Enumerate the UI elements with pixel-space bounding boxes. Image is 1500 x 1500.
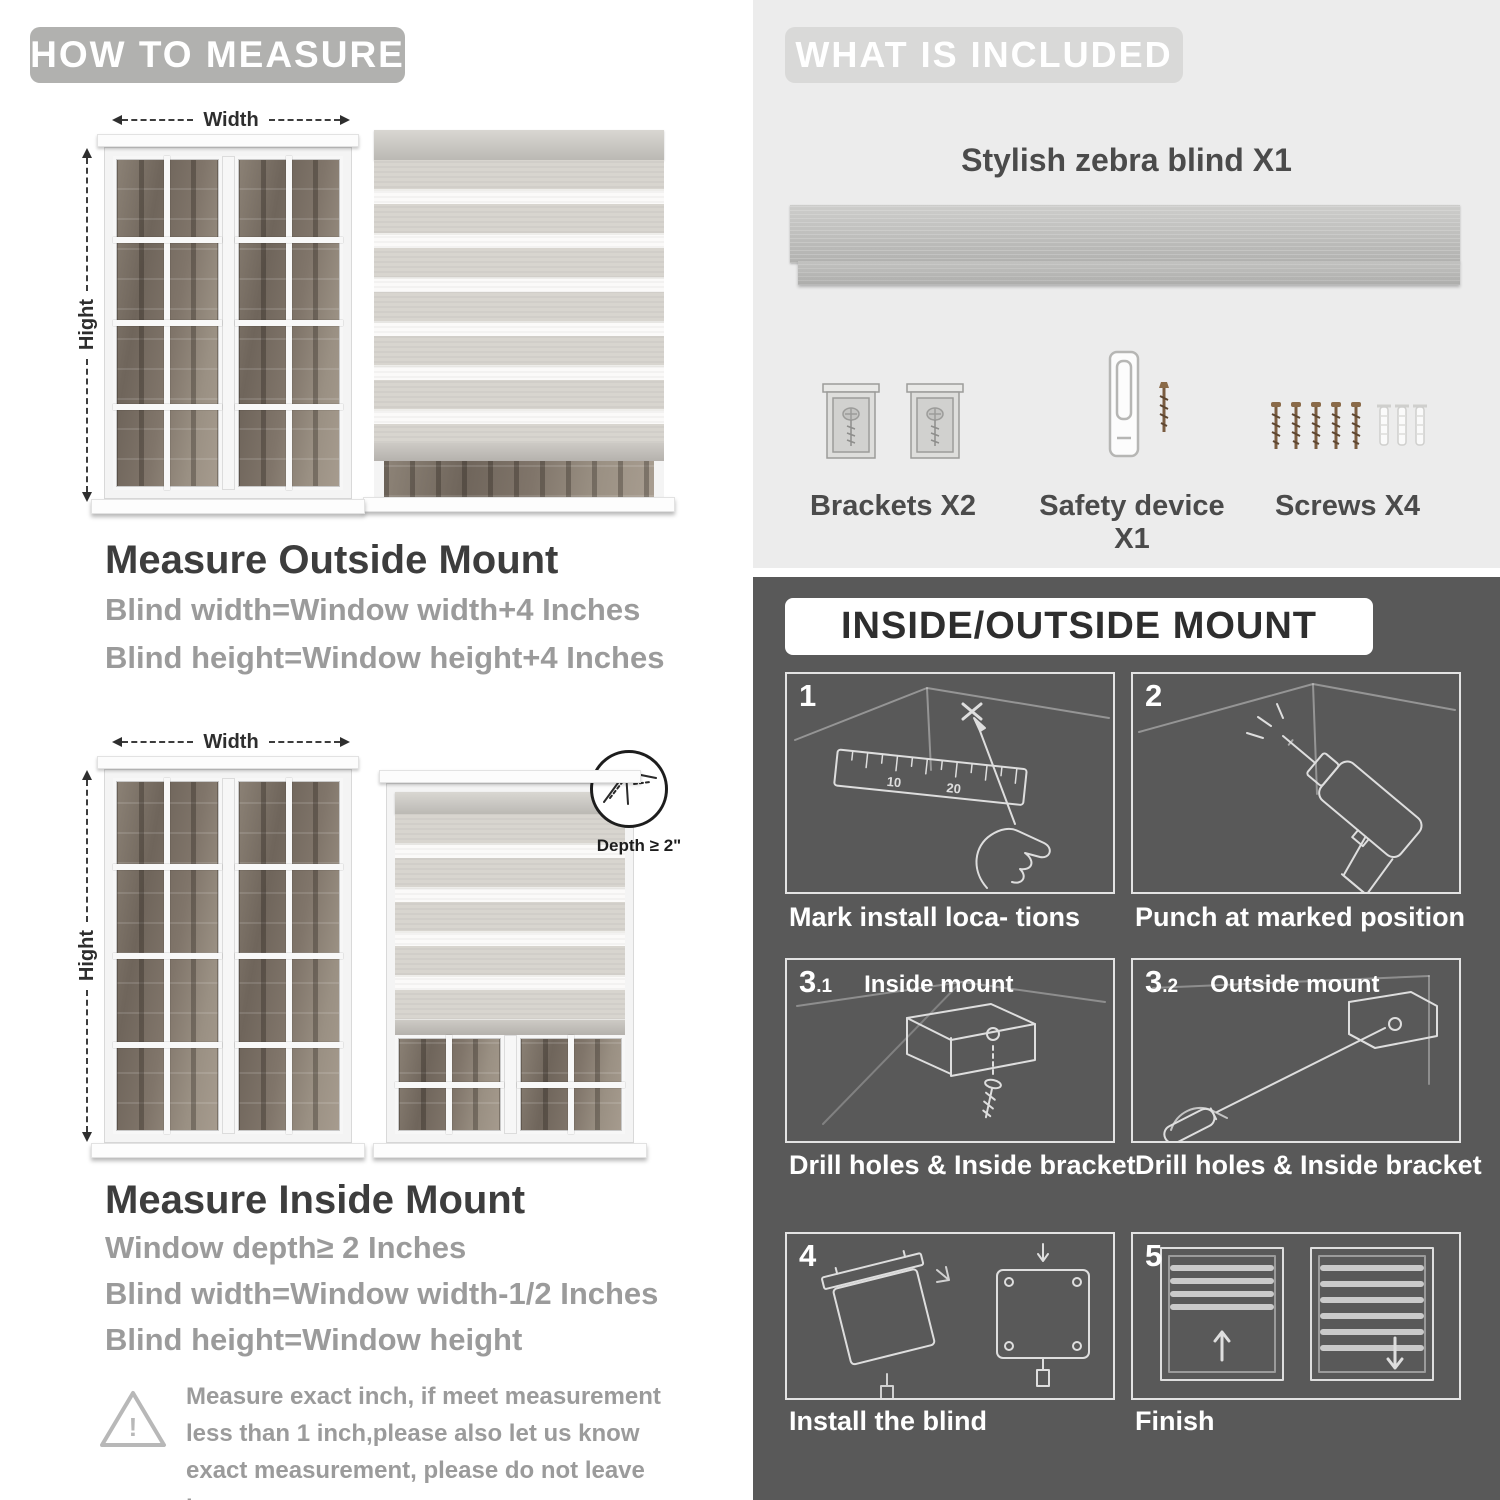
window-corner-zoom-icon: [603, 771, 657, 805]
step-panel-5: 5: [1131, 1232, 1461, 1400]
install-blind-illustration: [821, 1243, 1090, 1398]
window-sash: [234, 156, 343, 490]
svg-text:20: 20: [946, 780, 962, 796]
height-dimension-outside: Hight: [75, 148, 98, 502]
arrow-left-icon: [112, 115, 122, 125]
inside-bracket-illustration: [796, 981, 1106, 1125]
arrow-up-icon: [82, 770, 92, 780]
blind-zebra-stripes: [395, 814, 625, 1021]
brackets-icon: [822, 383, 964, 459]
step-caption-3-2: Drill holes & Inside bracket: [1135, 1150, 1482, 1180]
width-label: Width: [203, 108, 259, 131]
warning-triangle-icon: !: [100, 1391, 166, 1447]
step-caption-2: Punch at marked position: [1135, 902, 1466, 932]
blind-headrail: [374, 130, 664, 160]
inside-mount-heading: Measure Inside Mount: [105, 1178, 526, 1222]
safety-device-label: Safety device X1: [1039, 490, 1225, 555]
warning-text: Measure exact inch, if meet measurement …: [186, 1383, 661, 1500]
blind-item-label: Stylish zebra blind X1: [961, 142, 1292, 178]
safety-device-icon: [1108, 350, 1169, 458]
step-panel-2: 2: [1131, 672, 1461, 894]
svg-text:!: !: [129, 1412, 138, 1442]
window-sash: [113, 778, 222, 1134]
step-caption-5: Finish: [1135, 1406, 1215, 1436]
window-sill: [363, 497, 675, 512]
zebra-blind-headrail-image: [790, 205, 1460, 263]
step-panel-3-1: 3 .1 Inside mount: [785, 958, 1115, 1143]
step-panel-1: 1 10 20: [785, 672, 1115, 894]
brackets-label: Brackets X2: [809, 490, 977, 522]
window-lintel: [97, 134, 359, 147]
arrow-down-icon: [82, 492, 92, 502]
inside-mount-line-1: Window depth≥ 2 Inches: [105, 1230, 467, 1265]
outside-bracket-illustration: [1152, 975, 1438, 1141]
outside-mount-heading: Measure Outside Mount: [105, 538, 559, 582]
step-panel-4: 4: [785, 1232, 1115, 1400]
mount-header: INSIDE/OUTSIDE MOUNT: [785, 598, 1373, 655]
arrow-left-icon: [112, 737, 122, 747]
zebra-blind-outside-illustration: [363, 130, 675, 512]
step-caption-4: Install the blind: [789, 1406, 988, 1436]
blind-headrail: [395, 792, 625, 814]
arrow-up-icon: [82, 148, 92, 158]
zebra-blind-headrail-lip: [798, 261, 1460, 285]
depth-label: Depth ≥ 2": [596, 836, 682, 855]
step-caption-3-1: Drill holes & Inside bracket: [789, 1150, 1136, 1180]
height-label: Hight: [75, 299, 98, 351]
step-panel-3-2: 3 .2 Outside mount: [1131, 958, 1461, 1143]
finish-illustration: [1160, 1247, 1434, 1381]
window-illustration-inside: [91, 756, 365, 1158]
screws-label: Screws X4: [1274, 490, 1421, 522]
outside-mount-line-2: Blind height=Window height+4 Inches: [105, 640, 665, 675]
depth-callout-circle: [590, 750, 668, 828]
arrow-right-icon: [340, 115, 351, 125]
mark-locations-illustration: 10 20: [794, 687, 1110, 889]
svg-text:10: 10: [886, 774, 902, 790]
arrow-right-icon: [340, 737, 351, 747]
window-sash: [234, 778, 343, 1134]
width-dimension-outside: Width: [112, 109, 351, 131]
width-label: Width: [203, 730, 259, 753]
inside-mount-line-3: Blind height=Window height: [105, 1322, 523, 1357]
zebra-blind-inside-illustration: [373, 770, 647, 1158]
blind-bottomrail: [374, 443, 664, 461]
step-caption-1: Mark install loca- tions: [789, 902, 1081, 932]
drill-illustration: [1138, 683, 1456, 892]
screws-icon: [1271, 402, 1427, 449]
height-label: Hight: [75, 930, 98, 982]
arrow-down-icon: [82, 1132, 92, 1142]
window-illustration-outside: [91, 134, 365, 514]
inside-mount-line-2: Blind width=Window width-1/2 Inches: [105, 1276, 659, 1311]
how-to-measure-header: HOW TO MEASURE: [30, 27, 405, 83]
outside-mount-line-1: Blind width=Window width+4 Inches: [105, 592, 641, 627]
blind-zebra-stripes: [374, 160, 664, 443]
blind-bottomrail: [395, 1020, 625, 1036]
window-sash: [113, 156, 222, 490]
window-sill: [91, 499, 365, 514]
height-dimension-inside: Hight: [75, 770, 98, 1142]
width-dimension-inside: Width: [112, 731, 351, 753]
what-is-included-header: WHAT IS INCLUDED: [785, 27, 1183, 83]
